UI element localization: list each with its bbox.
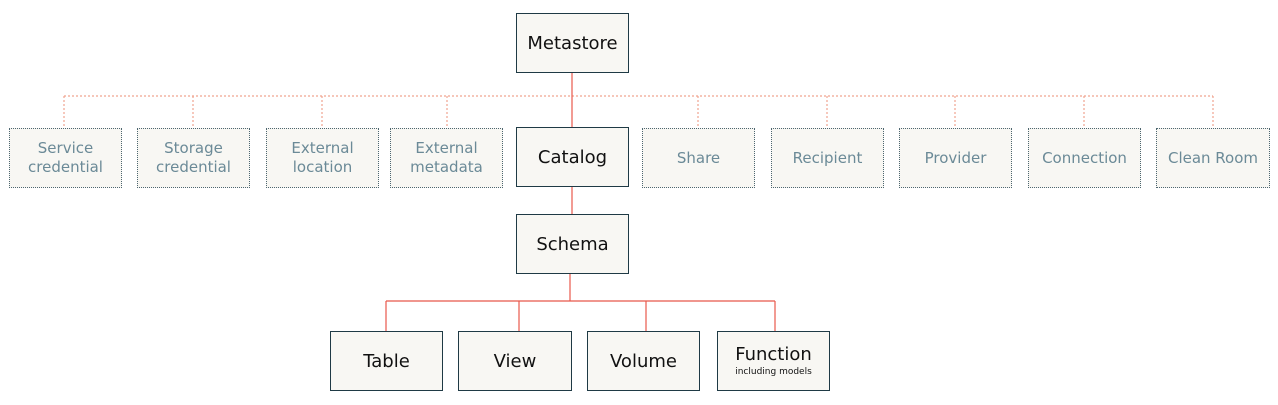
external-location-box: External location — [266, 128, 379, 188]
schema-label: Schema — [536, 233, 609, 255]
storage-credential-label: Storage credential — [156, 139, 231, 176]
external-location-label: External location — [291, 139, 354, 176]
external-metadata-label: External metadata — [410, 139, 483, 176]
catalog-label: Catalog — [537, 146, 608, 168]
connection-box: Connection — [1028, 128, 1141, 188]
provider-box: Provider — [899, 128, 1012, 188]
share-label: Share — [676, 148, 721, 167]
schema-box: Schema — [516, 214, 629, 274]
recipient-box: Recipient — [771, 128, 884, 188]
volume-box: Volume — [587, 331, 700, 391]
clean-room-box: Clean Room — [1156, 128, 1270, 188]
recipient-label: Recipient — [792, 148, 863, 167]
storage-credential-box: Storage credential — [137, 128, 250, 188]
catalog-box: Catalog — [516, 127, 629, 187]
view-box: View — [458, 331, 572, 391]
service-credential-label: Service credential — [28, 139, 103, 176]
volume-label: Volume — [610, 350, 677, 372]
view-label: View — [493, 350, 537, 372]
table-box: Table — [330, 331, 443, 391]
clean-room-label: Clean Room — [1167, 148, 1259, 167]
share-box: Share — [642, 128, 755, 188]
metastore-label: Metastore — [527, 32, 618, 54]
function-box: Function including models — [717, 331, 830, 391]
function-note: including models — [735, 367, 812, 377]
metastore-box: Metastore — [516, 13, 629, 73]
function-label: Function — [735, 344, 812, 365]
connection-label: Connection — [1042, 148, 1127, 167]
provider-label: Provider — [924, 148, 987, 167]
table-label: Table — [363, 350, 410, 372]
external-metadata-box: External metadata — [390, 128, 503, 188]
service-credential-box: Service credential — [9, 128, 122, 188]
